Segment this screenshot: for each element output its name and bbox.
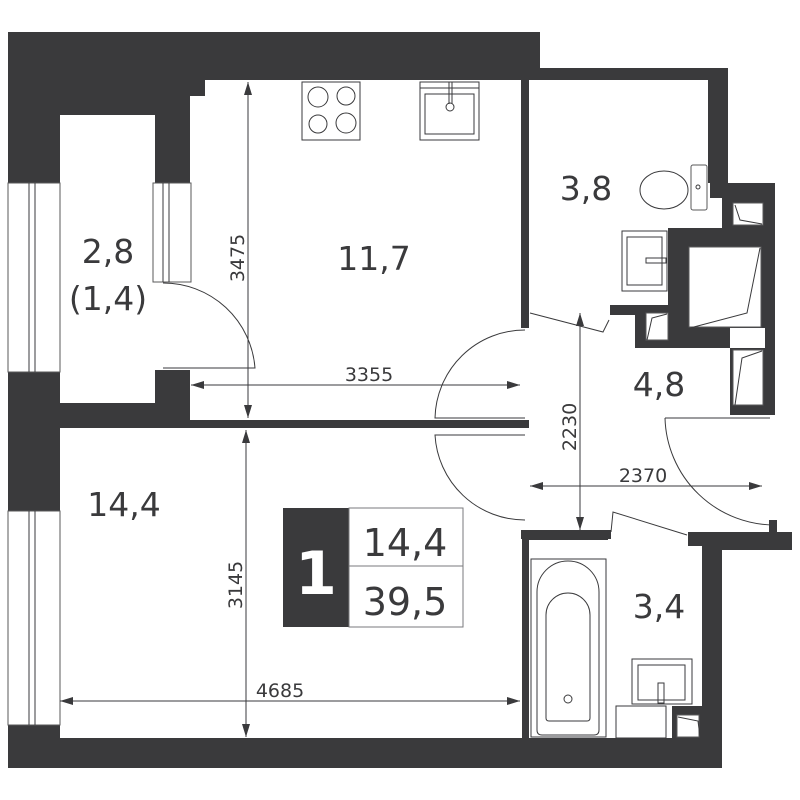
window-balcony-inner bbox=[152, 182, 192, 283]
badge-living-area: 14,4 bbox=[363, 521, 448, 565]
wall-toilet-stub bbox=[610, 305, 640, 315]
wall-kitchen-toilet bbox=[521, 66, 529, 328]
kitchen-sink-icon bbox=[419, 81, 480, 141]
window-balcony-left bbox=[7, 182, 61, 373]
bath-door bbox=[610, 511, 688, 536]
living-door-swing bbox=[434, 434, 526, 521]
shaft-4 bbox=[732, 349, 764, 406]
dim-hallway-width: 2370 bbox=[619, 465, 667, 487]
kitchen-door-swing bbox=[434, 329, 526, 419]
doors bbox=[162, 282, 777, 536]
kitchen-area bbox=[190, 80, 521, 420]
room-area-bathroom: 3,4 bbox=[633, 587, 685, 626]
shaft-1-line bbox=[734, 204, 763, 225]
room-area-balcony: 2,8 bbox=[82, 232, 134, 271]
wall-left-middle bbox=[8, 370, 205, 451]
shaft-1 bbox=[732, 202, 764, 226]
wall-left-lower bbox=[8, 451, 60, 511]
wall-kitchen-living bbox=[205, 420, 525, 428]
room-subarea-balcony: (1,4) bbox=[69, 279, 147, 318]
living-upper-strip bbox=[205, 428, 525, 451]
room-area-hallway: 4,8 bbox=[633, 365, 685, 404]
toilet-door bbox=[529, 312, 610, 333]
wall-bath-top bbox=[521, 530, 611, 539]
wash-basin-icon bbox=[621, 230, 668, 292]
bathtub-icon bbox=[530, 558, 607, 738]
shaft-3-line bbox=[646, 313, 668, 341]
shaft-2 bbox=[688, 246, 762, 328]
bath-lower bbox=[529, 706, 672, 738]
badge-rooms-bg bbox=[283, 508, 349, 627]
toilet-icon bbox=[639, 164, 708, 211]
room-area-living: 14,4 bbox=[87, 485, 160, 524]
dim-living-width: 4685 bbox=[256, 680, 304, 702]
wall-right-exterior bbox=[765, 183, 775, 415]
dim-living-height: 3145 bbox=[225, 561, 247, 609]
shaft-5 bbox=[676, 714, 700, 738]
bath-area bbox=[529, 540, 702, 706]
shaft-4-line bbox=[734, 350, 763, 406]
hall-top bbox=[529, 308, 610, 330]
badge-rooms-count: 1 bbox=[295, 539, 337, 609]
hall-area bbox=[529, 328, 769, 532]
dimension-lines bbox=[60, 82, 762, 737]
summary-badge: 1 14,4 39,5 bbox=[283, 507, 464, 628]
entrance-door-swing bbox=[664, 417, 777, 526]
badge-values-bg bbox=[348, 507, 464, 628]
wall-bath-right bbox=[530, 532, 792, 768]
bath-sink-icon bbox=[615, 658, 693, 739]
room-area-toilet: 3,8 bbox=[560, 169, 612, 208]
wall-living-bath bbox=[521, 530, 529, 740]
windows bbox=[7, 182, 192, 726]
dim-kitchen-height: 3475 bbox=[227, 234, 249, 282]
balcony-area bbox=[60, 115, 155, 403]
room-interiors bbox=[60, 80, 769, 738]
stove-icon bbox=[301, 81, 361, 141]
balcony-door-swing bbox=[162, 282, 256, 369]
dim-hallway-height: 2230 bbox=[559, 403, 581, 451]
badge-total-area: 39,5 bbox=[363, 580, 448, 624]
wall-top-left bbox=[8, 32, 540, 183]
room-area-kitchen: 11,7 bbox=[337, 239, 410, 278]
wall-bath-top-right bbox=[688, 532, 778, 546]
window-living bbox=[7, 510, 61, 726]
shaft-5-line bbox=[677, 716, 701, 738]
toilet-niche bbox=[708, 198, 722, 228]
shafts bbox=[645, 202, 764, 738]
wall-shaft-top bbox=[722, 183, 775, 203]
wall-kitchen-end bbox=[521, 420, 529, 428]
wall-toilet-right bbox=[528, 68, 775, 415]
dim-kitchen-width: 3355 bbox=[345, 364, 393, 386]
shaft-2-line bbox=[689, 247, 761, 329]
wall-bottom-main bbox=[8, 738, 530, 768]
